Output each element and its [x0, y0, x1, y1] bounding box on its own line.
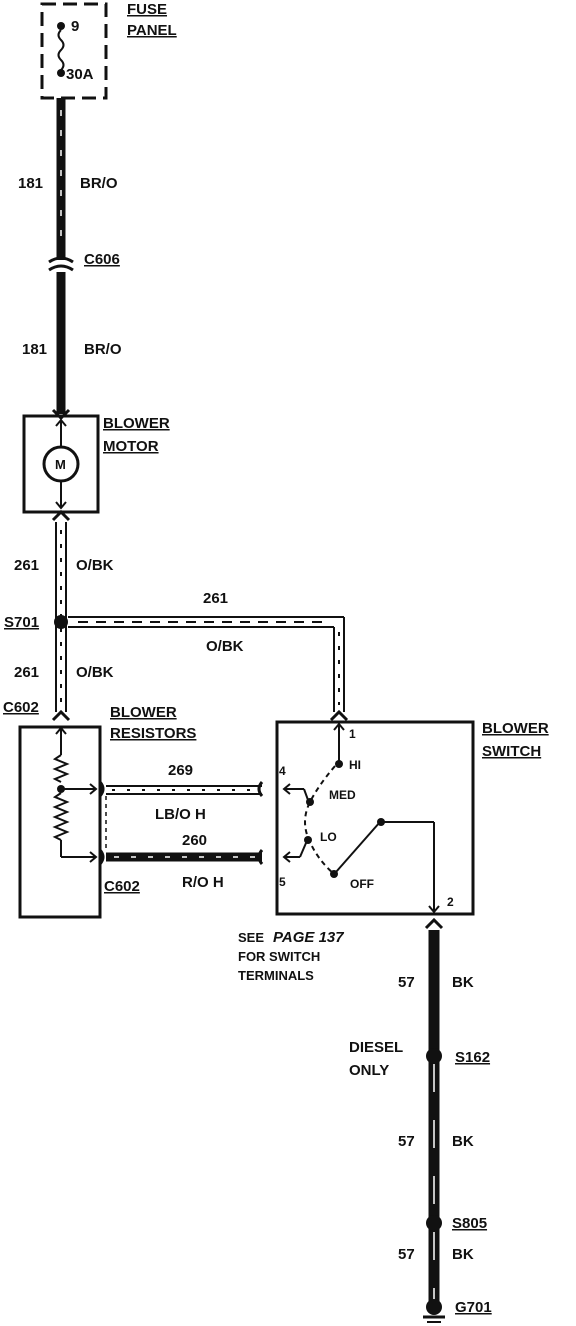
connector-c606-label: C606 — [84, 251, 120, 268]
wire-181-circuit-a: 181 — [18, 175, 43, 192]
wire-181-color-a: BR/O — [80, 175, 118, 192]
switch-pos-off: OFF — [350, 877, 374, 891]
fuse-panel-title-1: FUSE — [127, 1, 167, 18]
wire-57 — [424, 917, 444, 1302]
wire-269 — [98, 781, 264, 797]
switch-terminal-4: 4 — [279, 764, 286, 778]
splice-s701 — [54, 615, 68, 629]
diesel-note-2: ONLY — [349, 1062, 389, 1079]
fuse-panel-title-2: PANEL — [127, 22, 177, 39]
wire-57-color-a: BK — [452, 974, 474, 991]
note-see: SEE — [238, 930, 264, 945]
blower-motor: M — [22, 408, 100, 514]
switch-pos-lo: LO — [320, 830, 337, 844]
blower-resistors-title-2: RESISTORS — [110, 725, 196, 742]
wire-57-circuit-b: 57 — [398, 1133, 415, 1150]
blower-motor-title-2: MOTOR — [103, 438, 159, 455]
connector-c602-top — [51, 709, 349, 722]
wire-261-circuit-c: 261 — [203, 590, 228, 607]
wire-261-vertical — [51, 509, 71, 712]
blower-switch — [275, 720, 475, 916]
splice-s805-label: S805 — [452, 1215, 487, 1232]
fuse-panel: 9 30A — [40, 2, 108, 100]
wire-261-color-a: O/BK — [76, 557, 114, 574]
wire-261-circuit-a: 261 — [14, 557, 39, 574]
fuse-rating: 30A — [66, 66, 94, 83]
wire-181-color-b: BR/O — [84, 341, 122, 358]
wire-57-circuit-a: 57 — [398, 974, 415, 991]
splice-s162 — [426, 1048, 442, 1064]
switch-terminal-2: 2 — [447, 895, 454, 909]
wire-260-circuit: 260 — [182, 832, 207, 849]
wire-261-color-b: O/BK — [76, 664, 114, 681]
wire-269-color: LB/O H — [155, 806, 206, 823]
switch-pos-hi: HI — [349, 758, 361, 772]
diesel-note-1: DIESEL — [349, 1039, 403, 1056]
wire-260-color: R/O H — [182, 874, 224, 891]
wire-261-circuit-b: 261 — [14, 664, 39, 681]
wire-57-circuit-c: 57 — [398, 1246, 415, 1263]
note-line-2: FOR SWITCH — [238, 949, 320, 964]
wire-57-color-b: BK — [452, 1133, 474, 1150]
splice-s805 — [426, 1215, 442, 1231]
wire-181-circuit-b: 181 — [22, 341, 47, 358]
note-page: PAGE 137 — [273, 929, 344, 946]
ground-g701 — [423, 1299, 445, 1323]
blower-resistors — [18, 725, 102, 919]
wire-57-color-c: BK — [452, 1246, 474, 1263]
blower-switch-title-1: BLOWER — [482, 720, 549, 737]
blower-switch-title-2: SWITCH — [482, 743, 541, 760]
splice-s701-label: S701 — [4, 614, 39, 631]
switch-pos-med: MED — [329, 788, 356, 802]
connector-c602-bottom-label: C602 — [104, 878, 140, 895]
blower-motor-title-1: BLOWER — [103, 415, 170, 432]
connector-c602-top-label: C602 — [3, 699, 39, 716]
motor-symbol: M — [55, 457, 66, 472]
wire-261-horizontal — [68, 616, 345, 712]
wire-261-color-c: O/BK — [206, 638, 244, 655]
wire-269-circuit: 269 — [168, 762, 193, 779]
switch-terminal-1: 1 — [349, 727, 356, 741]
ground-g701-label: G701 — [455, 1299, 492, 1316]
wire-260 — [98, 849, 264, 865]
connector-c606 — [48, 256, 74, 272]
switch-terminal-5: 5 — [279, 875, 286, 889]
blower-resistors-title-1: BLOWER — [110, 704, 177, 721]
note-line-3: TERMINALS — [238, 968, 314, 983]
splice-s162-label: S162 — [455, 1049, 490, 1066]
fuse-number: 9 — [71, 18, 79, 35]
